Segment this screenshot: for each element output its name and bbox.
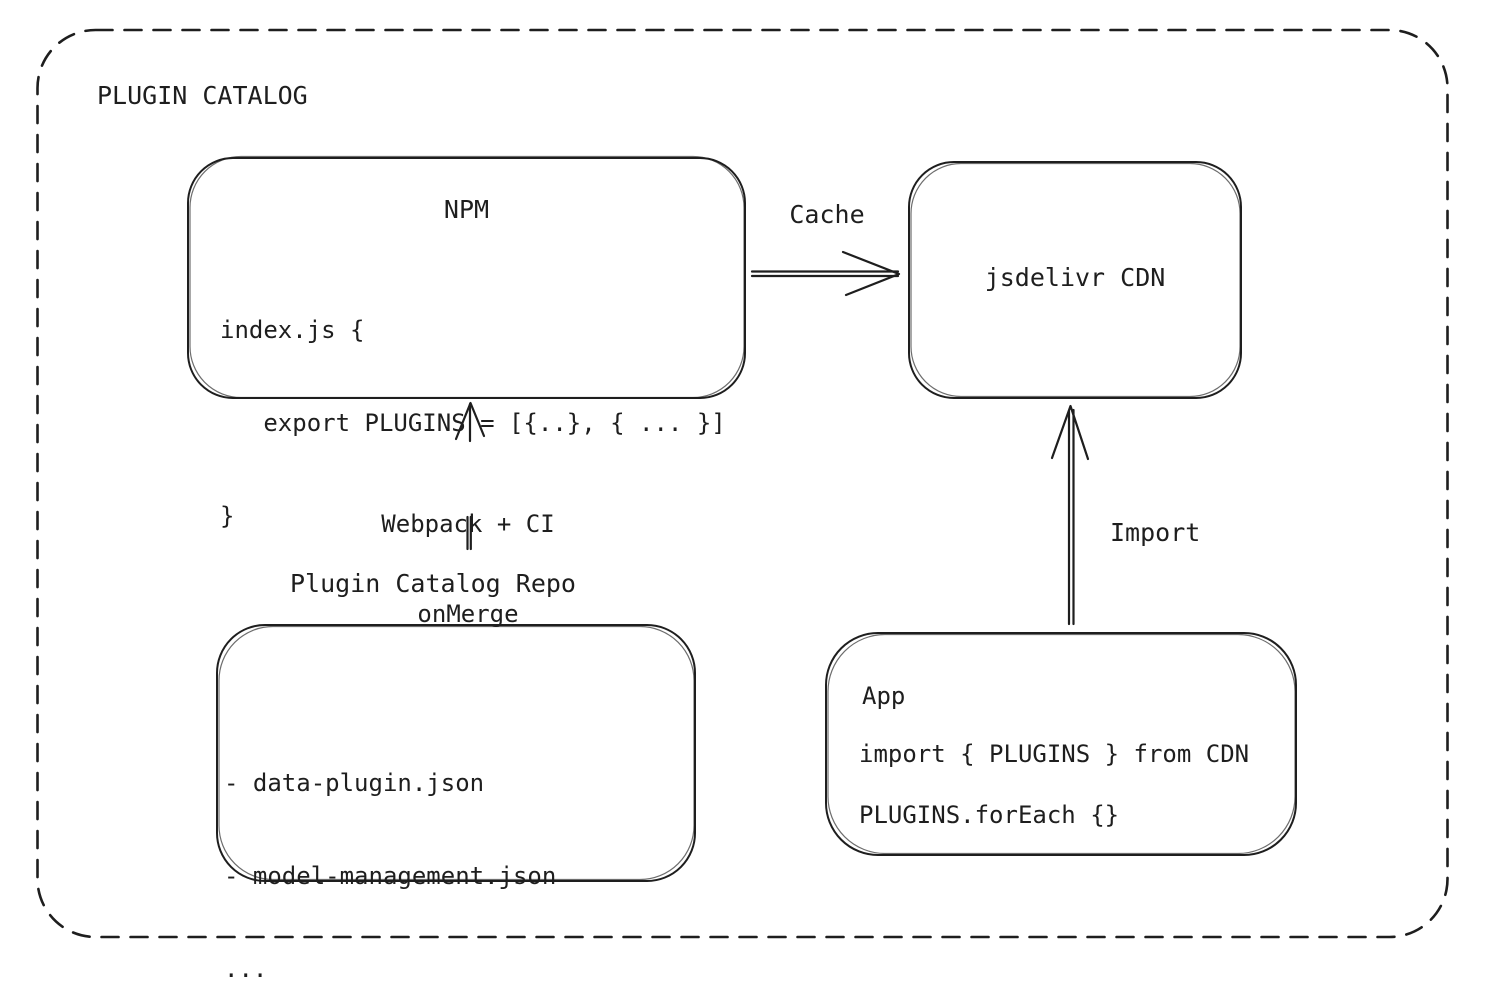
app-code-line-foreach: PLUGINS.forEach {} xyxy=(859,801,1120,829)
app-code-line-import: import { PLUGINS } from CDN xyxy=(859,740,1250,768)
repo-file-item: ... xyxy=(224,955,268,983)
npm-code-line: export PLUGINS = [{..}, { ... }] xyxy=(220,409,726,437)
cdn-box-label: jsdelivr CDN xyxy=(984,263,1166,292)
cache-arrow-label: Cache xyxy=(789,200,865,229)
cache-arrow-head xyxy=(841,250,901,297)
import-arrow-head xyxy=(1050,404,1090,461)
repo-file-list: - data-plugin.json - model-management.js… xyxy=(224,706,556,1002)
npm-box-outline-echo xyxy=(189,155,745,399)
cdn-box-outline-echo xyxy=(910,162,1241,398)
plugin-catalog-dashed-border xyxy=(36,28,1449,939)
repo-box-outline xyxy=(216,624,696,882)
repo-box-outline-echo xyxy=(218,625,695,881)
repo-file-item: - data-plugin.json xyxy=(224,769,485,797)
npm-code-line: index.js { xyxy=(220,316,365,344)
app-box-outline xyxy=(825,632,1297,856)
diagram-title: PLUGIN CATALOG xyxy=(97,81,308,110)
webpack-arrow-head xyxy=(454,401,486,441)
app-box-outline-echo xyxy=(827,633,1296,855)
import-arrow-label: Import xyxy=(1110,518,1201,547)
cdn-box-outline xyxy=(908,161,1242,399)
webpack-arrow-label-line: Webpack + CI xyxy=(381,510,555,538)
app-box-title: App xyxy=(862,682,906,710)
webpack-arrow-label-line: onMerge xyxy=(417,600,519,628)
npm-box-title: NPM xyxy=(443,195,490,224)
npm-code-block: index.js { export PLUGINS = [{..}, { ...… xyxy=(220,253,726,594)
repo-box-label: Plugin Catalog Repo xyxy=(290,569,576,598)
npm-code-line: } xyxy=(220,502,235,530)
webpack-arrow-label: Webpack + CI onMerge xyxy=(348,449,588,689)
repo-file-item: - model-management.json xyxy=(224,862,557,890)
